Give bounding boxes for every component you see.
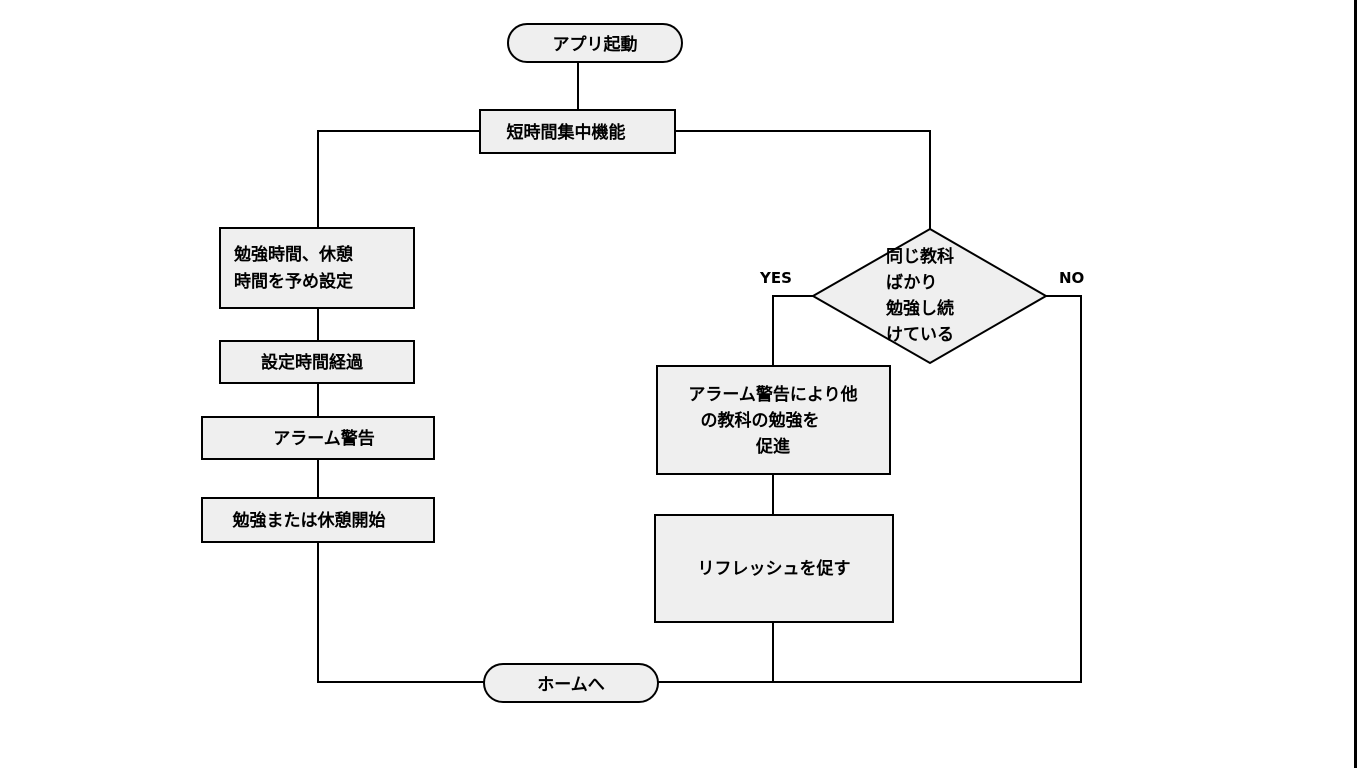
- settime-node: 勉強時間、休憩 時間を予め設定: [219, 227, 415, 309]
- end-label: ホームへ: [537, 675, 605, 695]
- start-terminator-shape: [507, 23, 683, 63]
- start-node: アプリ起動: [507, 23, 683, 63]
- connectors: [317, 62, 1082, 683]
- startstudy-label: 勉強または休憩開始: [232, 510, 386, 531]
- right-border-line: [1354, 0, 1357, 768]
- elapsed-box: [219, 340, 415, 384]
- alarm-node: アラーム警告: [201, 416, 435, 460]
- alarm-box: [201, 416, 435, 460]
- decision-label-line3: 勉強し続: [885, 298, 954, 319]
- elapsed-label: 設定時間経過: [261, 352, 364, 373]
- refresh-box: [654, 514, 894, 623]
- alarmother-label-line2: の教科の勉強を: [701, 410, 820, 431]
- connector-decision-no-to-end: [658, 295, 1082, 683]
- no-label: NO: [1059, 269, 1084, 287]
- decision-diamond: [810, 227, 1048, 365]
- decision-node: 同じ教科 ばかり 勉強し続 けている: [810, 227, 1048, 365]
- startstudy-box: [201, 497, 435, 543]
- connector-feature-to-left-branch: [317, 130, 480, 228]
- alarmother-node: アラーム警告により他 の教科の勉強を 促進: [656, 365, 891, 475]
- feature-node: 短時間集中機能: [479, 109, 676, 154]
- connector-startstudy-to-end: [317, 542, 484, 683]
- refresh-node: リフレッシュを促す: [654, 514, 894, 623]
- start-label: アプリ起動: [553, 34, 638, 55]
- alarmother-label-line1: アラーム警告により他: [688, 384, 857, 405]
- decision-label-line1: 同じ教科: [886, 246, 954, 267]
- alarm-label: アラーム警告: [273, 428, 375, 449]
- connector-decision-yes: [772, 295, 813, 366]
- feature-label: 短時間集中機能: [507, 122, 626, 143]
- connector-feature-to-decision: [675, 130, 931, 229]
- settime-label-line2: 時間を予め設定: [234, 271, 353, 292]
- yes-label: YES: [759, 269, 792, 287]
- feature-box: [479, 109, 676, 154]
- settime-box: [219, 227, 415, 309]
- alarmother-label-line3: 促進: [755, 436, 790, 457]
- startstudy-node: 勉強または休憩開始: [201, 497, 435, 543]
- decision-label-line4: けている: [886, 325, 954, 345]
- alarmother-box: [656, 365, 891, 475]
- decision-label-line2: ばかり: [886, 273, 937, 293]
- refresh-label: リフレッシュを促す: [698, 558, 851, 579]
- elapsed-node: 設定時間経過: [219, 340, 415, 384]
- settime-label-line1: 勉強時間、休憩: [233, 244, 353, 265]
- end-terminator-shape: [483, 663, 659, 703]
- end-node: ホームへ: [483, 663, 659, 703]
